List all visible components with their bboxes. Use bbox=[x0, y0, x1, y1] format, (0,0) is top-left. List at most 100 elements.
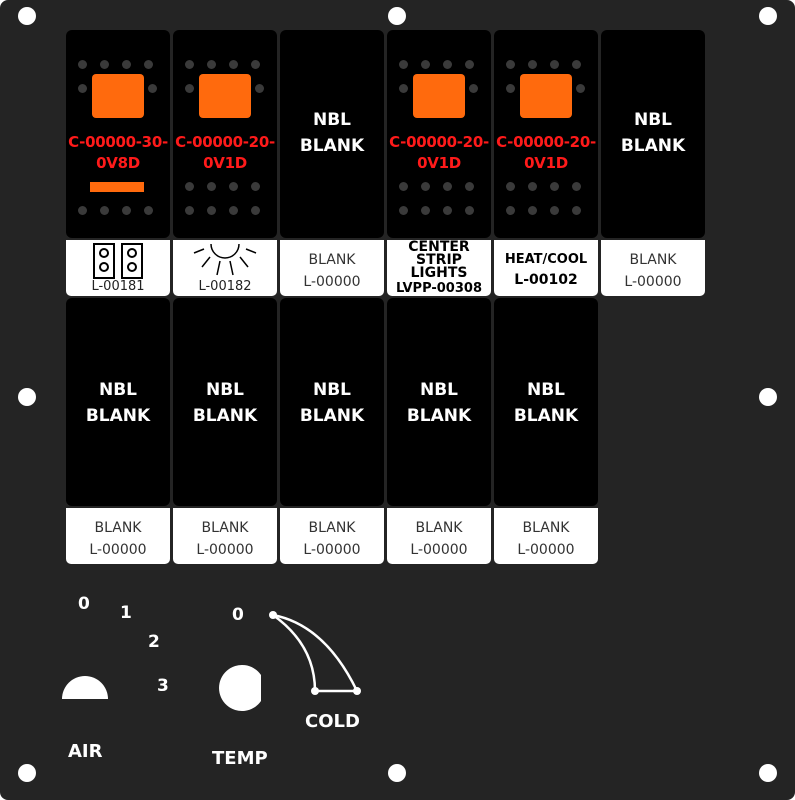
part-number: C-00000-30-0V8D bbox=[68, 133, 168, 172]
switch-label-5: HEAT/COOL L-00102 bbox=[494, 240, 598, 296]
switch-dot bbox=[185, 84, 194, 93]
blank-switch-3: NBL BLANK bbox=[280, 30, 384, 238]
label-code: L-00182 bbox=[198, 279, 252, 294]
mounting-hole-mid-left bbox=[18, 388, 36, 406]
blank-switch-11: NBL BLANK bbox=[494, 298, 598, 506]
blank-switch-7: NBL BLANK bbox=[66, 298, 170, 506]
nbl-text: NBL bbox=[312, 380, 352, 400]
switch-dot bbox=[528, 182, 537, 191]
switch-dot bbox=[144, 60, 153, 69]
switch-dot bbox=[465, 182, 474, 191]
indicator-bar bbox=[90, 182, 144, 192]
switch-dot bbox=[443, 60, 452, 69]
label-text: BLANK bbox=[308, 520, 356, 536]
label-code: L-00000 bbox=[624, 274, 682, 290]
label-code: L-00000 bbox=[410, 542, 468, 558]
label-code: L-00000 bbox=[303, 542, 361, 558]
mounting-hole-bottom-left bbox=[18, 764, 36, 782]
rocker-lens[interactable] bbox=[520, 74, 572, 118]
temp-knob-label: TEMP bbox=[212, 748, 268, 769]
switch-dot bbox=[78, 84, 87, 93]
rocker-lens[interactable] bbox=[199, 74, 251, 118]
label-text: BLANK bbox=[415, 520, 463, 536]
switch-dot bbox=[78, 206, 87, 215]
switch-dot bbox=[506, 182, 515, 191]
label-code: L-00181 bbox=[91, 279, 145, 294]
label-code: L-00000 bbox=[89, 542, 147, 558]
part-number: C-00000-20-0V1D bbox=[389, 133, 489, 172]
blank-text: BLANK bbox=[299, 136, 365, 156]
rocker-lens[interactable] bbox=[92, 74, 144, 118]
switch-dot bbox=[251, 60, 260, 69]
switch-dot bbox=[399, 60, 408, 69]
label-text: BLANK bbox=[94, 520, 142, 536]
label-line: CENTER bbox=[408, 240, 470, 255]
mounting-hole-mid-right bbox=[759, 388, 777, 406]
switch-dot bbox=[421, 60, 430, 69]
switch-dot bbox=[506, 206, 515, 215]
blank-text: BLANK bbox=[299, 406, 365, 426]
switch-dot bbox=[576, 84, 585, 93]
switch-dot bbox=[207, 182, 216, 191]
switch-dot bbox=[506, 60, 515, 69]
switch-dot bbox=[465, 60, 474, 69]
switch-dot bbox=[251, 182, 260, 191]
switch-dot bbox=[185, 182, 194, 191]
mounting-hole-bottom-right bbox=[759, 764, 777, 782]
rocker-switch-1[interactable]: C-00000-30-0V8D bbox=[66, 30, 170, 238]
label-code: LVPP-00308 bbox=[395, 281, 482, 296]
rocker-switch-2[interactable]: C-00000-20-0V1D bbox=[173, 30, 277, 238]
blank-text: BLANK bbox=[620, 136, 686, 156]
label-code: L-00000 bbox=[196, 542, 254, 558]
rocker-lens[interactable] bbox=[413, 74, 465, 118]
switch-dot bbox=[100, 206, 109, 215]
switch-dot bbox=[421, 182, 430, 191]
label-code: L-00102 bbox=[514, 272, 578, 288]
nbl-text: NBL bbox=[526, 380, 566, 400]
blank-text: BLANK bbox=[513, 406, 579, 426]
part-number: C-00000-20-0V1D bbox=[496, 133, 596, 172]
switch-dot bbox=[207, 60, 216, 69]
switch-dot bbox=[550, 60, 559, 69]
label-text: BLANK bbox=[308, 252, 356, 268]
switch-dot bbox=[399, 182, 408, 191]
switch-dot bbox=[122, 206, 131, 215]
mounting-hole-top-center bbox=[388, 7, 406, 25]
air-position-3: 3 bbox=[157, 676, 169, 696]
switch-dot bbox=[185, 206, 194, 215]
air-knob-cutout[interactable] bbox=[60, 659, 110, 703]
blank-text: BLANK bbox=[406, 406, 472, 426]
air-position-2: 2 bbox=[148, 632, 160, 652]
switch-dot bbox=[144, 206, 153, 215]
label-code: L-00000 bbox=[517, 542, 575, 558]
switch-dot bbox=[572, 206, 581, 215]
rocker-switch-4[interactable]: C-00000-20-0V1D bbox=[387, 30, 491, 238]
label-code: L-00000 bbox=[303, 274, 361, 290]
switch-dot bbox=[229, 206, 238, 215]
nbl-text: NBL bbox=[419, 380, 459, 400]
switch-label-2: L-00182 bbox=[173, 240, 277, 296]
cold-label: COLD bbox=[305, 711, 360, 732]
nbl-text: NBL bbox=[312, 110, 352, 130]
switch-dot bbox=[469, 84, 478, 93]
switch-dot bbox=[229, 182, 238, 191]
rocker-switch-5[interactable]: C-00000-20-0V1D bbox=[494, 30, 598, 238]
blank-switch-6: NBL BLANK bbox=[601, 30, 705, 238]
label-text: BLANK bbox=[201, 520, 249, 536]
temp-position-0: 0 bbox=[232, 605, 244, 625]
switch-dot bbox=[528, 60, 537, 69]
blank-text: BLANK bbox=[85, 406, 151, 426]
air-position-0: 0 bbox=[78, 594, 90, 614]
switch-label-8: BLANK L-00000 bbox=[173, 508, 277, 564]
temp-knob-cutout[interactable] bbox=[217, 663, 267, 713]
switch-dot bbox=[550, 182, 559, 191]
switch-label-9: BLANK L-00000 bbox=[280, 508, 384, 564]
switch-dot bbox=[550, 206, 559, 215]
blank-switch-9: NBL BLANK bbox=[280, 298, 384, 506]
label-line: LIGHTS bbox=[410, 265, 468, 281]
mounting-hole-top-left bbox=[18, 7, 36, 25]
switch-label-3: BLANK L-00000 bbox=[280, 240, 384, 296]
switch-dot bbox=[399, 206, 408, 215]
switch-dot bbox=[78, 60, 87, 69]
